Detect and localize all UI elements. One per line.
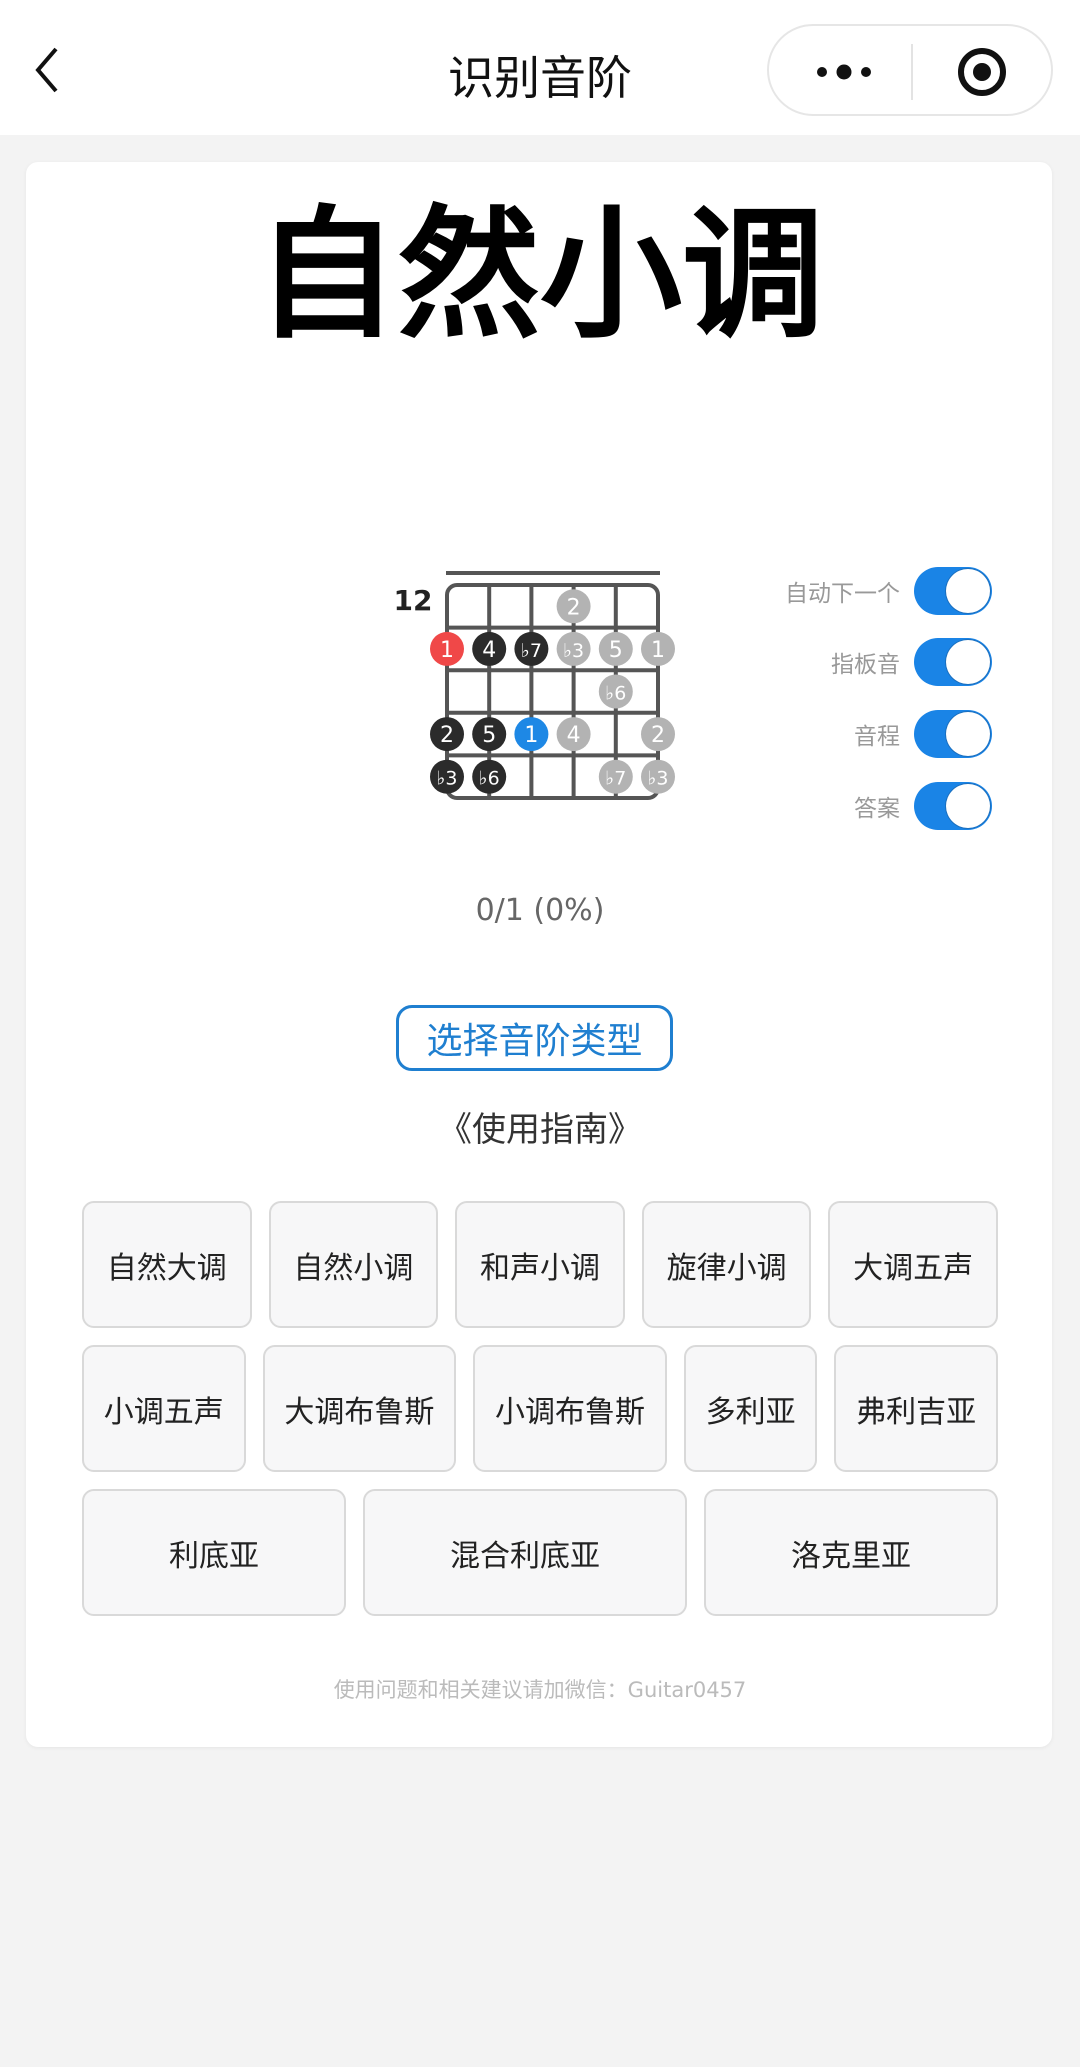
toggle-switch[interactable] [914, 638, 992, 686]
scale-button[interactable]: 自然大调 [82, 1201, 252, 1328]
note-dot [641, 759, 675, 794]
select-scale-type-button[interactable]: 选择音阶类型 [396, 1005, 673, 1071]
scale-button[interactable]: 和声小调 [455, 1201, 625, 1328]
note-dot [641, 717, 675, 752]
scale-button[interactable]: 混合利底亚 [363, 1489, 687, 1616]
note-dot [556, 631, 591, 666]
scale-button-row: 自然大调 自然小调 和声小调 旋律小调 大调五声 [82, 1201, 998, 1328]
note-dot [641, 631, 675, 666]
page-title: 识别音阶 [448, 51, 632, 105]
toggle-row: 指板音 [831, 637, 992, 687]
note-label: 1 [524, 723, 538, 748]
contact-footer: 使用问题和相关建议请加微信：Guitar0457 [333, 1678, 747, 1702]
toggle-switch[interactable] [914, 782, 992, 830]
note-label: ♭3 [563, 640, 584, 662]
toggle-label: 指板音 [831, 652, 900, 678]
close-target-icon[interactable] [956, 46, 1008, 98]
note-dot [556, 589, 591, 624]
start-fret-number: 12 [394, 584, 433, 617]
scale-button[interactable]: 大调布鲁斯 [262, 1345, 457, 1472]
note-dot [430, 631, 464, 666]
note-dot [598, 759, 633, 794]
note-dot [598, 631, 633, 666]
toggle-row: 音程 [854, 709, 992, 759]
note-label: 4 [482, 638, 496, 663]
score-text: 0/1 (0%) [475, 893, 605, 928]
toggle-switch[interactable] [914, 567, 992, 615]
note-label: 2 [567, 595, 581, 620]
scale-button-row: 小调五声 大调布鲁斯 小调布鲁斯 多利亚 弗利吉亚 [82, 1345, 998, 1472]
scale-button[interactable]: 小调五声 [82, 1345, 246, 1472]
mini-program-capsule [767, 24, 1053, 116]
note-label: ♭6 [605, 683, 626, 705]
note-dot [598, 674, 633, 709]
note-dot [472, 631, 507, 666]
scale-button-row: 利底亚 混合利底亚 洛克里亚 [82, 1489, 998, 1616]
main-card [26, 162, 1052, 1747]
note-dot [514, 717, 549, 752]
note-label: 4 [567, 723, 581, 748]
toggle-knob [946, 640, 990, 684]
toggle-label: 答案 [854, 796, 900, 822]
note-dot [556, 717, 591, 752]
note-label: 1 [651, 638, 665, 663]
nav-bar: 识别音阶 [0, 0, 1080, 135]
toggle-row: 答案 [854, 781, 992, 831]
fretboard-outline [445, 583, 660, 800]
toggle-knob [946, 569, 990, 613]
toggle-switch[interactable] [914, 710, 992, 758]
note-label: 2 [440, 723, 454, 748]
scale-button[interactable]: 利底亚 [82, 1489, 346, 1616]
back-icon[interactable] [30, 45, 70, 95]
toggle-knob [946, 712, 990, 756]
note-dot [430, 759, 464, 794]
scale-button[interactable]: 自然小调 [268, 1201, 439, 1328]
toggle-label: 音程 [854, 724, 900, 750]
capsule-divider [911, 44, 913, 100]
scale-button[interactable]: 旋律小调 [641, 1201, 812, 1328]
note-label: ♭6 [479, 768, 500, 790]
note-label: ♭7 [521, 640, 542, 662]
note-label: 1 [440, 638, 454, 663]
scale-button[interactable]: 小调布鲁斯 [473, 1345, 667, 1472]
scale-button[interactable]: 洛克里亚 [704, 1489, 998, 1616]
fretboard-diagram[interactable]: 12 2 1 4 ♭7 ♭3 5 1 ♭6 2 5 1 4 2 ♭3 ♭6 ♭7 ♭3 [380, 560, 700, 810]
note-label: ♭3 [436, 768, 457, 790]
usage-guide-link[interactable]: 《使用指南》 [438, 1110, 642, 1150]
note-dot [514, 631, 549, 666]
note-label: ♭7 [605, 768, 626, 790]
toggle-row: 自动下一个 [785, 566, 992, 616]
scale-name-heading: 自然小调 [256, 193, 824, 358]
toggle-knob [946, 784, 990, 828]
scale-button[interactable]: 多利亚 [683, 1345, 818, 1472]
note-label: 5 [609, 638, 623, 663]
note-dot [472, 717, 507, 752]
note-label: 5 [482, 723, 496, 748]
scale-button[interactable]: 大调五声 [828, 1201, 998, 1328]
note-label: 2 [651, 723, 665, 748]
note-label: ♭3 [647, 768, 668, 790]
note-dot [430, 717, 464, 752]
scale-button[interactable]: 弗利吉亚 [834, 1345, 998, 1472]
note-dot [472, 759, 507, 794]
toggle-label: 自动下一个 [785, 581, 900, 607]
more-icon[interactable] [809, 52, 879, 92]
